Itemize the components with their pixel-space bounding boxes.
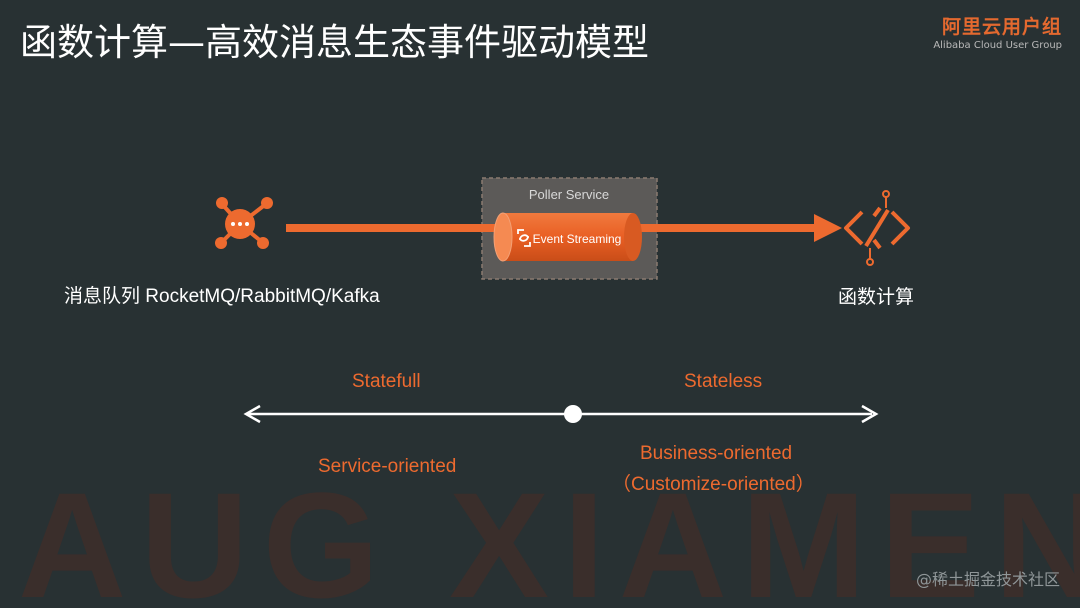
brand-name-en: Alibaba Cloud User Group [933, 40, 1062, 51]
footer-watermark: @稀土掘金技术社区 [915, 570, 1060, 589]
function-compute-icon [844, 190, 910, 266]
customize-oriented-label: （Customize-oriented） [612, 474, 815, 495]
event-streaming-pipe: Event Streaming [493, 212, 642, 262]
brand-name-cn: 阿里云用户组 [941, 16, 1062, 38]
poller-service-label: Poller Service [529, 187, 609, 202]
spectrum-axis [243, 404, 879, 424]
service-oriented-label: Service-oriented [318, 456, 457, 477]
brand-logo: 阿里云用户组 Alibaba Cloud User Group [933, 12, 1062, 51]
pipe-label: Event Streaming [533, 232, 622, 246]
slide-title: 函数计算—高效消息生态事件驱动模型 [20, 21, 649, 64]
statefull-label: Statefull [352, 371, 421, 392]
flow-line-right [640, 224, 818, 232]
message-queue-icon [215, 197, 273, 249]
message-queue-label: 消息队列 RocketMQ/RabbitMQ/Kafka [64, 286, 380, 307]
background-watermark-text: AUG XIAMEN [18, 461, 1080, 608]
stateless-label: Stateless [684, 371, 763, 392]
function-compute-label: 函数计算 [838, 287, 915, 308]
stream-icon [517, 229, 531, 247]
business-oriented-label: Business-oriented [640, 443, 793, 464]
spectrum-midpoint [564, 405, 582, 423]
flow-arrow-head [814, 214, 842, 242]
flow-line-left [286, 224, 501, 232]
